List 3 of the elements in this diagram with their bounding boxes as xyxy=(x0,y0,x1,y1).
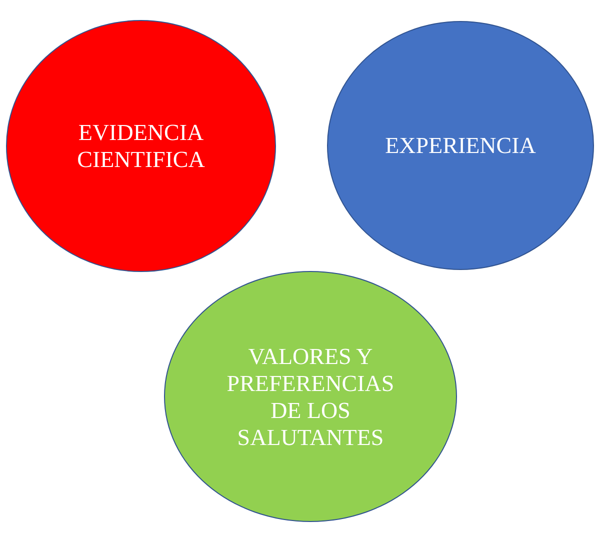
ellipse-label: EVIDENCIA CIENTIFICA xyxy=(76,119,206,173)
ellipse-label: EXPERIENCIA xyxy=(384,132,537,159)
ellipse-label: VALORES Y PREFERENCIAS DE LOS SALUTANTES xyxy=(226,342,396,450)
